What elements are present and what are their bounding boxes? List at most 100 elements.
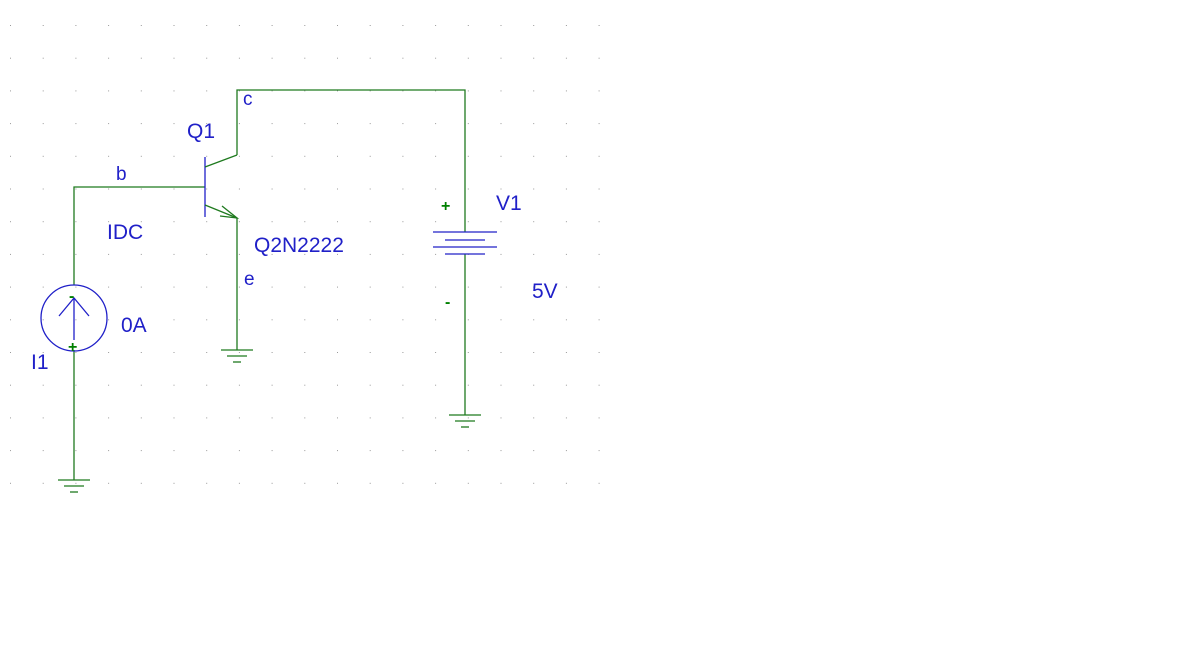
grid-dot: [75, 417, 77, 419]
grid-dot: [500, 286, 502, 288]
grid-dot: [369, 90, 371, 92]
grid-dot: [206, 188, 208, 190]
grid-dot: [533, 155, 535, 157]
grid-dot: [10, 482, 11, 484]
grid-dot: [500, 384, 502, 386]
grid-dot: [467, 417, 469, 419]
grid-dot: [598, 25, 600, 26]
base-wire[interactable]: [73, 186, 190, 285]
grid-dot: [500, 482, 502, 484]
grid-dot: [369, 57, 371, 59]
ground-symbol-current-source[interactable]: [58, 479, 90, 493]
transistor-q1[interactable]: [190, 154, 240, 219]
grid-dot: [271, 221, 273, 223]
grid-dot: [238, 482, 240, 484]
grid-dot: [337, 123, 338, 125]
grid-dot: [337, 319, 338, 321]
grid-dot: [42, 417, 44, 419]
grid-dot: [304, 253, 306, 255]
grid-dot: [75, 155, 77, 157]
current-source-value-label: 0A: [121, 314, 147, 337]
current-source-reference-label: I1: [31, 351, 49, 374]
grid-dot: [238, 221, 240, 223]
grid-dot: [206, 450, 208, 452]
grid-dot: [337, 482, 338, 484]
grid-dot: [10, 319, 11, 321]
grid-dot: [42, 253, 44, 255]
grid-dot: [402, 25, 404, 26]
voltage-source-minus-sign: -: [445, 294, 450, 311]
grid-dot: [435, 155, 437, 157]
grid-dot: [565, 25, 567, 26]
grid-dot: [369, 123, 371, 125]
grid-dot: [140, 450, 142, 452]
grid-dot: [238, 417, 240, 419]
grid-dot: [304, 57, 306, 59]
grid-dot: [271, 482, 273, 484]
grid-dot: [10, 450, 11, 452]
grid-dot: [369, 221, 371, 223]
current-source-circle: [40, 284, 108, 352]
q1-collector-lead: [204, 154, 238, 168]
grid-dot: [75, 253, 77, 255]
grid-dot: [75, 57, 77, 59]
grid-dot: [369, 253, 371, 255]
wires: [73, 89, 466, 480]
grid-dot: [533, 286, 535, 288]
grid-dot: [304, 90, 306, 92]
grid-dot: [42, 57, 44, 59]
grid-dot: [238, 352, 240, 353]
grid-dot: [271, 450, 273, 452]
grid-dot: [75, 123, 77, 125]
grid-dot: [75, 25, 77, 26]
grid-dot: [140, 352, 142, 353]
grid-dot: [206, 25, 208, 26]
grid-dot: [467, 25, 469, 26]
grid-dot: [500, 450, 502, 452]
grid-dot: [402, 253, 404, 255]
grid-dot: [369, 155, 371, 157]
ground-symbol-voltage-source[interactable]: [449, 414, 481, 428]
grid-dot: [140, 57, 142, 59]
q1-emitter-lead: [204, 204, 238, 219]
grid-dot: [565, 450, 567, 452]
grid-dot: [467, 482, 469, 484]
grid-dot: [206, 253, 208, 255]
grid-dot: [435, 352, 437, 353]
grid-dot: [238, 253, 240, 255]
current-source-plus-sign: +: [68, 339, 77, 356]
grid-dot: [42, 123, 44, 125]
grid-dot: [402, 123, 404, 125]
grid-dot: [533, 450, 535, 452]
grid-dot: [173, 25, 175, 26]
ground-symbol-emitter[interactable]: [221, 349, 253, 363]
grid-dot: [238, 155, 240, 157]
grid-dot: [598, 286, 600, 288]
grid-dot: [565, 90, 567, 92]
grid-dot: [337, 384, 338, 386]
grid-dot: [500, 57, 502, 59]
grid-dot: [337, 286, 338, 288]
collector-wire[interactable]: [236, 89, 466, 232]
grid-dot: [304, 319, 306, 321]
grid-dot: [435, 286, 437, 288]
grid-dot: [75, 90, 77, 92]
grid-dot: [435, 253, 437, 255]
grid-dot: [271, 286, 273, 288]
grid-dot: [369, 25, 371, 26]
current-source-i1[interactable]: [40, 284, 108, 352]
grid-dot: [337, 25, 338, 26]
grid-dot: [435, 90, 437, 92]
voltage-source-v1[interactable]: [433, 231, 497, 255]
grid-dot: [108, 384, 110, 386]
grid-dot: [369, 188, 371, 190]
grid-dot: [10, 221, 11, 223]
current-source-arrow-head: [58, 296, 90, 317]
grid-dot: [402, 57, 404, 59]
grid-dot: [108, 188, 110, 190]
grid-dot: [10, 155, 11, 157]
grid-dot: [42, 221, 44, 223]
grid-dot: [206, 352, 208, 353]
grid-dot: [108, 286, 110, 288]
